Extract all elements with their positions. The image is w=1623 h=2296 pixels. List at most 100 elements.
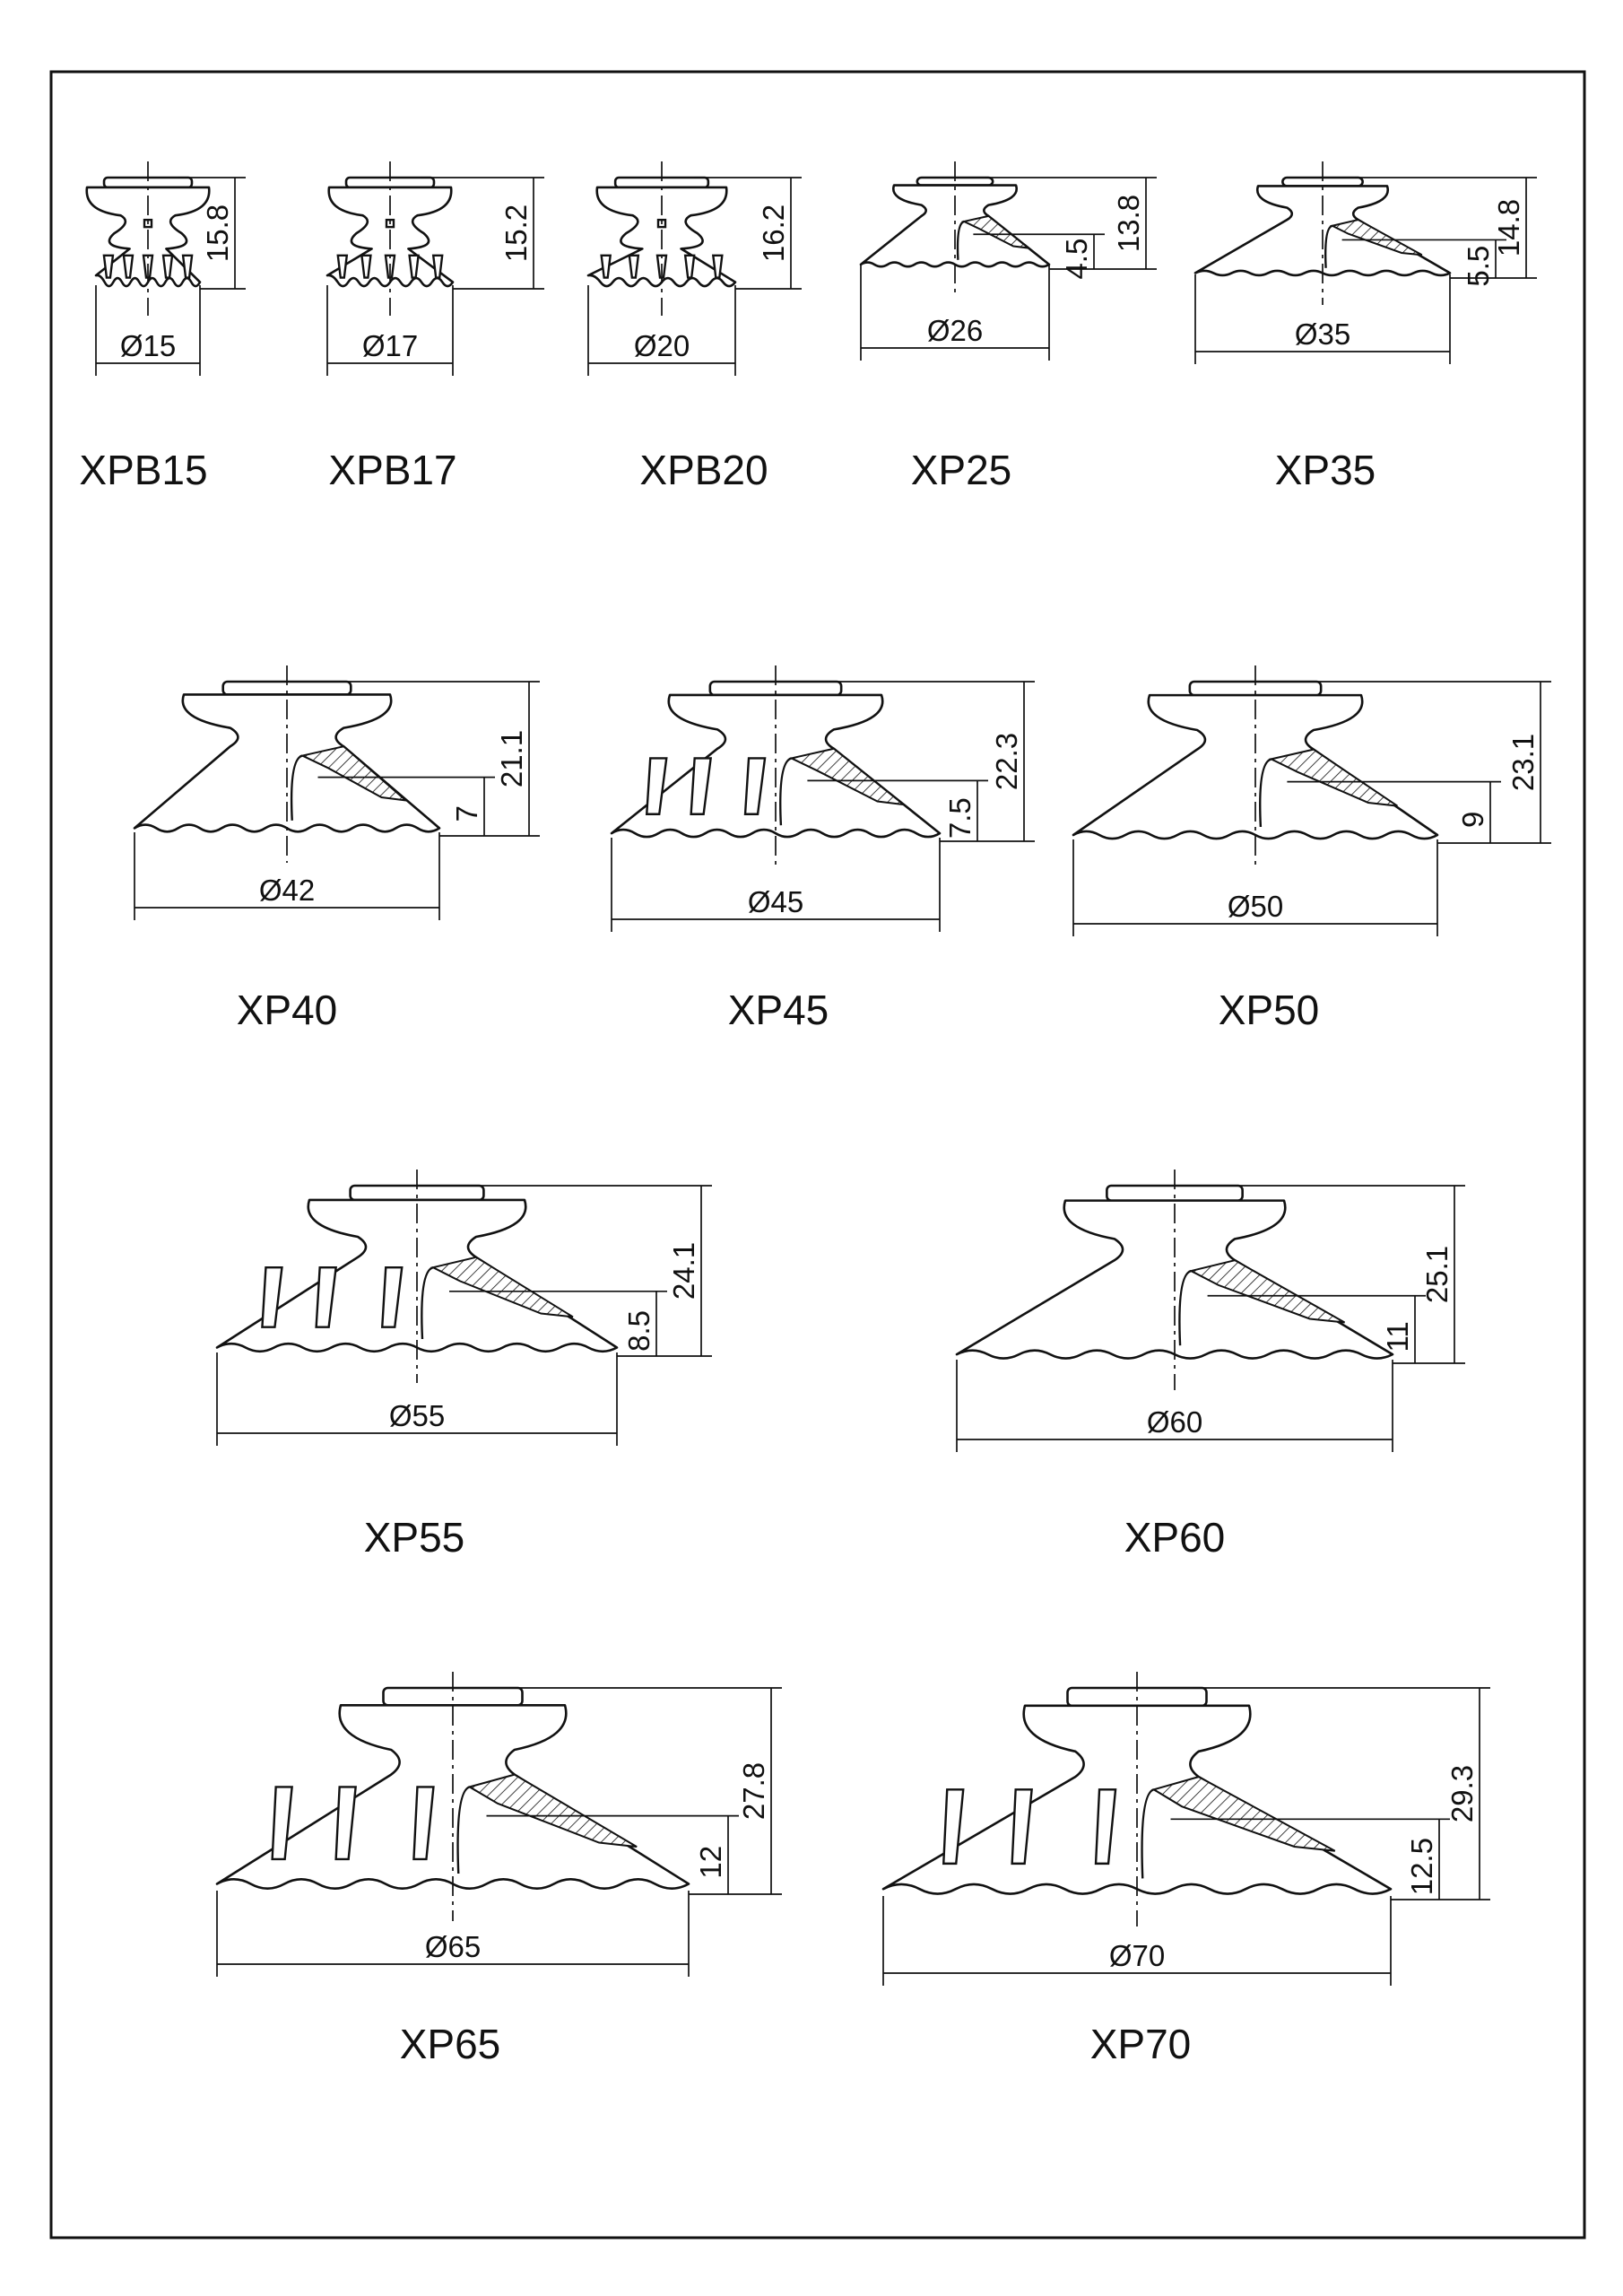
- rib-slot: [1094, 1788, 1117, 1866]
- section-edge: [1324, 224, 1333, 268]
- lip-dimension-label: 9: [1456, 812, 1489, 828]
- rib-slot: [334, 1786, 357, 1861]
- rib-slot: [315, 1266, 338, 1328]
- diameter-dimension-label: Ø35: [1295, 317, 1350, 351]
- diameter-dimension-label: Ø60: [1147, 1405, 1202, 1439]
- model-label: XP40: [237, 987, 338, 1033]
- sheet-border: [49, 70, 1586, 2239]
- lip-dimension-label: 8.5: [622, 1310, 655, 1352]
- height-dimension-label: 27.8: [737, 1762, 770, 1820]
- diameter-dimension-label: Ø42: [259, 874, 315, 907]
- rib-slot: [271, 1786, 293, 1861]
- rib-slot: [380, 1266, 404, 1328]
- height-dimension-label: 22.3: [990, 733, 1023, 790]
- section-hatch: [1268, 748, 1398, 807]
- section-hatch: [961, 214, 1032, 249]
- bellows-slot: [161, 254, 174, 279]
- bellows-slot: [102, 254, 115, 279]
- lip-dimension-label: 11: [1381, 1321, 1414, 1352]
- diameter-dimension-label: Ø65: [425, 1930, 481, 1963]
- model-label: XP70: [1090, 2021, 1192, 2067]
- model-label: XP60: [1124, 1514, 1226, 1561]
- diameter-dimension-label: Ø26: [927, 314, 983, 347]
- rib-slot: [261, 1266, 283, 1328]
- height-dimension-label: 25.1: [1420, 1246, 1454, 1303]
- model-label: XP35: [1275, 447, 1376, 493]
- rib-slot: [645, 757, 668, 815]
- section-edge: [956, 220, 965, 260]
- height-dimension-label: 15.8: [201, 204, 234, 262]
- bellows-slot: [600, 254, 612, 279]
- diameter-dimension-label: Ø70: [1109, 1939, 1165, 1972]
- section-edge: [290, 754, 303, 821]
- bellows-slot: [408, 254, 420, 279]
- section-hatch: [467, 1773, 638, 1848]
- height-dimension-label: 14.8: [1492, 199, 1525, 257]
- height-dimension-label: 13.8: [1112, 195, 1145, 252]
- height-dimension-label: 16.2: [757, 204, 790, 262]
- lip-dimension-label: 7: [450, 805, 483, 822]
- model-label: XP25: [911, 447, 1012, 493]
- bellows-slot: [181, 254, 194, 279]
- section-edge: [779, 757, 793, 826]
- section-hatch: [1151, 1776, 1336, 1852]
- diameter-dimension-label: Ø15: [120, 329, 176, 362]
- height-dimension-label: 29.3: [1445, 1765, 1479, 1822]
- rib-slot: [412, 1786, 435, 1861]
- model-label: XP65: [400, 2021, 501, 2067]
- diameter-dimension-label: Ø20: [634, 329, 690, 362]
- section-edge: [421, 1266, 434, 1340]
- cups-layer: 15.8Ø15XPB1515.2Ø17XPB1716.2Ø20XPB2013.8…: [79, 161, 1551, 2067]
- rib-slot: [942, 1788, 965, 1866]
- height-dimension-label: 23.1: [1506, 734, 1540, 791]
- lip-dimension-label: 4.5: [1060, 239, 1093, 280]
- lip-dimension-label: 12: [694, 1846, 727, 1879]
- bellows-slot: [431, 254, 444, 279]
- height-dimension-label: 24.1: [667, 1242, 700, 1300]
- cup-body: [1072, 693, 1439, 840]
- model-label: XP50: [1219, 987, 1320, 1033]
- lip-dimension-label: 12.5: [1405, 1838, 1438, 1895]
- diameter-dimension-label: Ø50: [1228, 890, 1283, 923]
- height-dimension-label: 21.1: [495, 730, 528, 787]
- bellows-slot: [711, 254, 724, 279]
- rib-slot: [690, 757, 713, 815]
- section-hatch: [788, 747, 907, 806]
- model-label: XPB20: [639, 447, 768, 493]
- section-hatch: [430, 1256, 574, 1318]
- diameter-dimension-label: Ø55: [389, 1399, 445, 1432]
- section-edge: [1259, 758, 1272, 828]
- bellows-slot: [122, 254, 135, 279]
- rib-slot: [743, 757, 767, 815]
- height-dimension-label: 15.2: [499, 204, 533, 262]
- diameter-dimension-label: Ø45: [748, 885, 803, 918]
- bellows-slot: [628, 254, 640, 279]
- model-label: XPB15: [79, 447, 207, 493]
- section-edge: [456, 1786, 471, 1874]
- model-label: XP55: [364, 1514, 465, 1561]
- bellows-slot: [336, 254, 349, 279]
- model-label: XPB17: [328, 447, 456, 493]
- bellows-slot: [683, 254, 696, 279]
- lip-dimension-label: 5.5: [1462, 246, 1495, 287]
- section-hatch: [1329, 218, 1423, 257]
- diameter-dimension-label: Ø17: [362, 329, 418, 362]
- bellows-slot: [360, 254, 372, 279]
- section-edge: [1141, 1788, 1155, 1879]
- section-edge: [1178, 1269, 1192, 1346]
- model-label: XP45: [728, 987, 829, 1033]
- section-hatch: [1188, 1259, 1346, 1324]
